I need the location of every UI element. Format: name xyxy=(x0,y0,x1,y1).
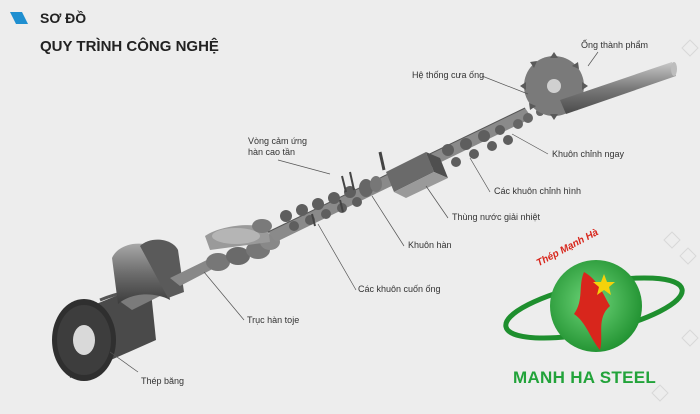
finished-pipe xyxy=(560,62,677,114)
label-ong-thanh-pham: Ống thành phẩm xyxy=(581,40,649,50)
forming-roll-stands xyxy=(280,186,362,231)
label-thep-bang: Thép băng xyxy=(141,376,185,386)
label-truc-han-toe: Trục hàn toje xyxy=(247,315,300,325)
leader-lines xyxy=(109,51,599,373)
label-vong-cam-ung-line1: Vòng cảm ứng xyxy=(248,136,308,146)
manh-ha-globe-icon xyxy=(503,260,685,352)
title-heading: SƠ ĐỒ xyxy=(40,10,87,26)
background-diamond-pattern xyxy=(651,39,699,402)
label-khuon-han: Khuôn hàn xyxy=(408,240,452,250)
label-khuon-chinh-ngay: Khuôn chỉnh ngay xyxy=(552,149,625,159)
label-he-thong-cua-ong: Hệ thống cưa ống xyxy=(412,70,485,80)
sizing-roll-stands xyxy=(442,125,513,167)
induction-coil xyxy=(341,171,382,197)
steel-strip xyxy=(112,239,226,310)
cooling-tank xyxy=(378,151,448,198)
logo-brand-name: MANH HA STEEL xyxy=(513,368,657,387)
label-vong-cam-ung-line2: hàn cao tần xyxy=(248,147,296,157)
welding-rollers xyxy=(205,219,280,271)
label-cac-khuon-chinh-hinh: Các khuôn chỉnh hình xyxy=(494,186,582,196)
title-accent-icon xyxy=(10,12,28,24)
label-cac-khuon-cuon-ong: Các khuôn cuốn ống xyxy=(358,284,441,294)
label-thung-nuoc-giai-nhiet: Thùng nước giải nhiệt xyxy=(452,212,540,222)
title-subheading: QUY TRÌNH CÔNG NGHỆ xyxy=(40,38,219,55)
